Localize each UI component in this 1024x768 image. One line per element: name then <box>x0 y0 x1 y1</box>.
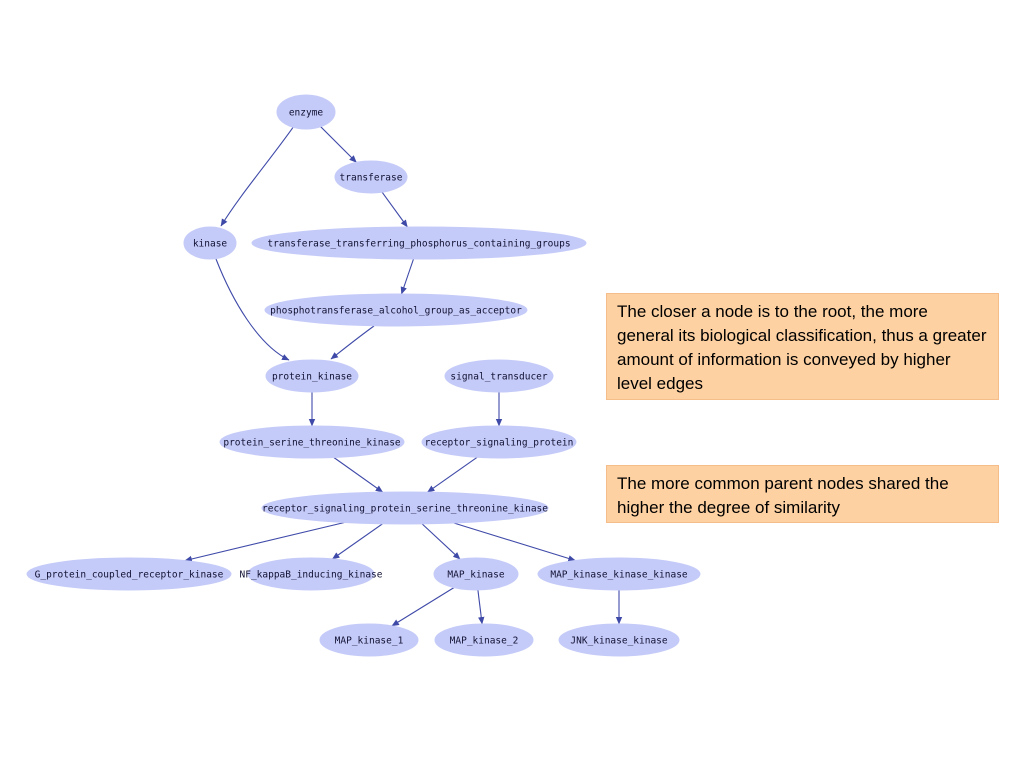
node-map_kinase_1: MAP_kinase_1 <box>319 623 419 657</box>
node-label-map_kinase_2: MAP_kinase_2 <box>450 636 519 647</box>
nodes-layer: enzyme transferase kinase transferase_trans… <box>26 94 701 657</box>
edge-rsp-to-rspstk <box>427 456 478 493</box>
node-ellipse-transferase <box>334 160 408 194</box>
node-label-transferase_tpcg: transferase_transferring_phosphorus_cont… <box>267 239 570 250</box>
node-ellipse-nfkb <box>247 557 375 591</box>
node-label-map_kinase: MAP_kinase <box>447 570 504 581</box>
node-ellipse-enzyme <box>276 94 336 130</box>
node-enzyme: enzyme <box>276 94 336 130</box>
node-ellipse-pstk <box>219 425 405 459</box>
node-protein_kinase: protein_kinase <box>265 359 359 393</box>
node-ellipse-protein_kinase <box>265 359 359 393</box>
common-parent-note-text: The more common parent nodes shared the … <box>617 474 949 517</box>
node-label-map_kinase_1: MAP_kinase_1 <box>335 636 404 647</box>
node-ellipse-mapkkk <box>537 557 701 591</box>
edges-layer <box>184 125 623 627</box>
node-pstk: protein_serine_threonine_kinase <box>219 425 405 459</box>
node-rsp: receptor_signaling_protein <box>421 425 577 459</box>
node-label-mapkkk: MAP_kinase_kinase_kinase <box>550 570 688 581</box>
edge-rspstk-to-gpcrk <box>184 521 345 563</box>
node-jnk: JNK_kinase_kinase <box>558 623 680 657</box>
node-label-jnk: JNK_kinase_kinase <box>570 636 668 647</box>
node-ellipse-jnk <box>558 623 680 657</box>
node-label-enzyme: enzyme <box>289 108 324 119</box>
node-rspstk: receptor_signaling_protein_serine_threon… <box>261 491 549 525</box>
node-gpcrk: G_protein_coupled_receptor_kinase <box>26 557 232 591</box>
node-label-signal_transducer: signal_transducer <box>450 372 548 383</box>
edge-rspstk-to-nfkb <box>331 523 383 560</box>
node-ellipse-phosphotransferase <box>264 293 528 327</box>
edge-kinase-to-protein_kinase <box>215 258 290 361</box>
node-signal_transducer: signal_transducer <box>444 359 554 393</box>
node-label-rspstk: receptor_signaling_protein_serine_threon… <box>262 504 548 515</box>
node-label-nfkb: NF_kappaB_inducing_kinase <box>240 570 383 581</box>
node-phosphotransferase: phosphotransferase_alcohol_group_as_acce… <box>264 293 528 327</box>
node-transferase_tpcg: transferase_transferring_phosphorus_cont… <box>251 226 587 260</box>
node-nfkb: NF_kappaB_inducing_kinase <box>240 557 383 591</box>
node-map_kinase_2: MAP_kinase_2 <box>434 623 534 657</box>
edge-enzyme-to-transferase <box>320 126 357 163</box>
node-ellipse-rsp <box>421 425 577 459</box>
node-ellipse-map_kinase_1 <box>319 623 419 657</box>
node-ellipse-signal_transducer <box>444 359 554 393</box>
node-transferase: transferase <box>334 160 408 194</box>
node-label-rsp: receptor_signaling_protein <box>425 438 574 449</box>
node-label-gpcrk: G_protein_coupled_receptor_kinase <box>35 570 224 581</box>
node-ellipse-map_kinase_2 <box>434 623 534 657</box>
node-ellipse-map_kinase <box>433 557 519 591</box>
node-label-protein_kinase: protein_kinase <box>272 372 352 383</box>
edge-rspstk-to-mapkkk <box>453 522 576 562</box>
edge-rspstk-to-map_kinase <box>421 523 461 560</box>
node-label-kinase: kinase <box>193 239 228 250</box>
node-ellipse-kinase <box>183 226 237 260</box>
edge-pstk-to-rspstk <box>333 457 384 493</box>
root-distance-note-text: The closer a node is to the root, the mo… <box>617 302 987 393</box>
node-kinase: kinase <box>183 226 237 260</box>
edge-transferase-to-transferase_tpcg <box>381 191 408 228</box>
node-ellipse-rspstk <box>261 491 549 525</box>
node-map_kinase: MAP_kinase <box>433 557 519 591</box>
root-distance-note: The closer a node is to the root, the mo… <box>606 293 999 400</box>
node-label-phosphotransferase: phosphotransferase_alcohol_group_as_acce… <box>270 306 522 317</box>
edge-map_kinase-to-map_kinase_2 <box>477 589 485 625</box>
node-ellipse-gpcrk <box>26 557 232 591</box>
common-parent-note: The more common parent nodes shared the … <box>606 465 999 523</box>
node-label-pstk: protein_serine_threonine_kinase <box>223 438 401 449</box>
edge-phosphotransferase-to-protein_kinase <box>330 325 375 360</box>
node-ellipse-transferase_tpcg <box>251 226 587 260</box>
edge-enzyme-to-kinase <box>220 125 295 227</box>
edge-map_kinase-to-map_kinase_1 <box>391 587 455 627</box>
edge-transferase_tpcg-to-phosphotransferase <box>400 258 415 295</box>
node-mapkkk: MAP_kinase_kinase_kinase <box>537 557 701 591</box>
node-label-transferase: transferase <box>340 173 403 184</box>
